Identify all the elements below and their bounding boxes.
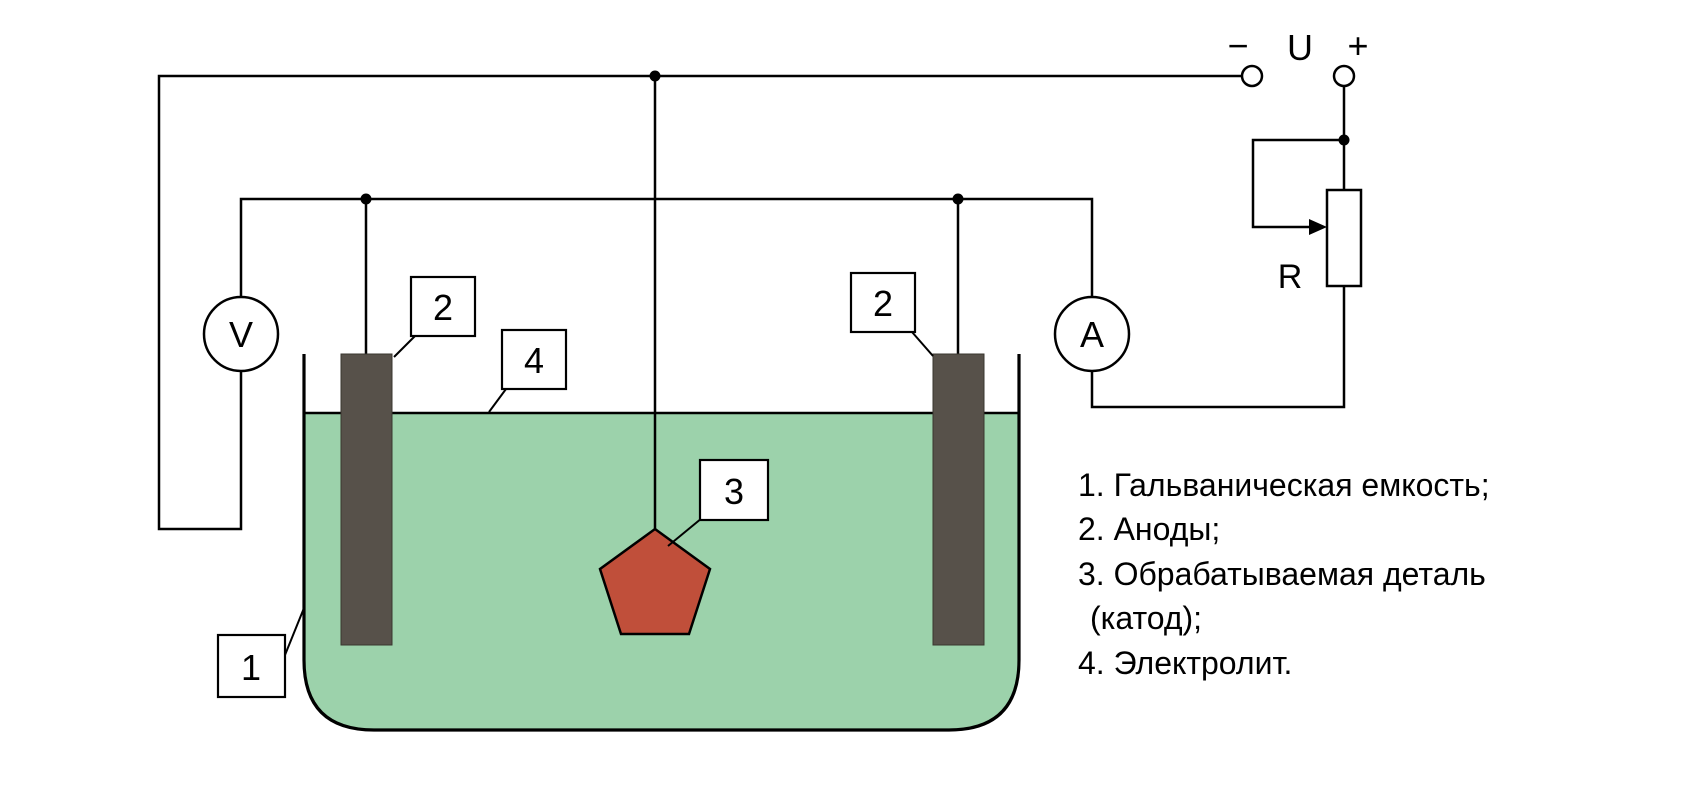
wire-rheostat-to-ammeter (1090, 286, 1346, 409)
callout-electrolyte: 4 (500, 328, 568, 391)
callout-box (500, 328, 568, 391)
voltmeter: V (202, 295, 280, 373)
junction-dot (1338, 134, 1350, 146)
callout-box (698, 458, 770, 522)
rheostat-body (1325, 188, 1363, 288)
leader-tank (284, 607, 305, 656)
callout-tank: 1 (216, 633, 287, 699)
legend-line: 3. Обрабатываемая деталь (1078, 556, 1486, 592)
legend-line: 2. Аноды; (1078, 511, 1220, 547)
callout-number: 1 (241, 647, 261, 688)
wiring (157, 70, 1350, 531)
callout-number: 2 (433, 287, 453, 328)
legend: 1. Гальваническая емкость; 2. Аноды; 3. … (1078, 467, 1490, 681)
callout-number: 4 (524, 340, 544, 381)
callout-anode-right: 2 (849, 271, 917, 334)
voltmeter-label: V (229, 314, 253, 355)
rheostat: R (1278, 188, 1363, 296)
anode-left (340, 353, 393, 646)
wire-voltmeter-loop (157, 74, 1242, 531)
junction-dot (649, 70, 661, 82)
callout-number: 2 (873, 283, 893, 324)
legend-line: (катод); (1090, 600, 1202, 636)
terminal-plus-label: + (1347, 25, 1368, 66)
wire-rheostat-wiper (1251, 138, 1344, 229)
junction-dot (360, 193, 372, 205)
ammeter-label: A (1080, 314, 1104, 355)
supply-terminals: − U + (1227, 25, 1369, 88)
legend-line: 1. Гальваническая емкость; (1078, 467, 1490, 503)
callout-number: 3 (724, 471, 744, 512)
leader-anode-right (911, 331, 934, 357)
leader-electrolyte (488, 388, 507, 413)
legend-line: 4. Электролит. (1078, 645, 1292, 681)
callout-box (216, 633, 287, 699)
tank (302, 354, 1021, 732)
terminal-plus (1332, 64, 1356, 88)
cathode-part (598, 527, 712, 636)
terminal-minus (1240, 64, 1264, 88)
ammeter-body (1053, 295, 1131, 373)
junction-dot (952, 193, 964, 205)
anode-right (932, 353, 985, 646)
ammeter: A (1053, 295, 1131, 373)
wiper-arrowhead-icon (1309, 219, 1327, 235)
leader-anode-left (393, 335, 416, 358)
rheostat-label: R (1278, 258, 1303, 296)
callout-part: 3 (698, 458, 770, 522)
callout-box (409, 275, 477, 338)
wire-anode-bus (239, 197, 1094, 297)
voltmeter-body (202, 295, 280, 373)
terminal-minus-label: − (1227, 25, 1248, 66)
leader-part (667, 517, 703, 547)
callout-box (849, 271, 917, 334)
callout-anode-left: 2 (409, 275, 477, 338)
supply-voltage-label: U (1287, 27, 1313, 68)
